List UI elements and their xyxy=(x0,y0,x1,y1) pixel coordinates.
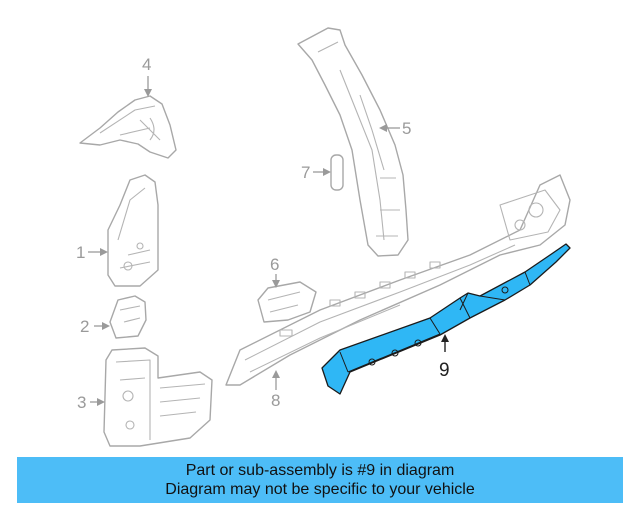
part-6-bracket xyxy=(257,274,317,323)
callout-5: 5 xyxy=(402,119,411,138)
part-9-sill-highlighted xyxy=(321,243,571,395)
part-5-b-pillar xyxy=(297,27,409,257)
parts-diagram: 4 5 7 1 6 2 3 8 9 xyxy=(76,27,571,447)
part-3-lower-pillar xyxy=(90,347,213,447)
callout-3: 3 xyxy=(77,393,86,412)
part-2-bracket xyxy=(94,295,147,339)
callout-2: 2 xyxy=(80,317,89,336)
info-banner: Part or sub-assembly is #9 in diagram Di… xyxy=(17,457,623,503)
callout-8: 8 xyxy=(271,391,280,410)
part-7-pad xyxy=(313,154,344,191)
part-1-pillar xyxy=(88,174,159,287)
callout-1: 1 xyxy=(76,243,85,262)
banner-line-1: Part or sub-assembly is #9 in diagram xyxy=(185,462,455,479)
callout-9: 9 xyxy=(439,360,450,381)
callout-6: 6 xyxy=(270,255,279,274)
callout-4: 4 xyxy=(142,55,151,74)
part-4-bracket xyxy=(79,76,177,159)
part-8-inner-rail xyxy=(225,174,571,390)
callout-7: 7 xyxy=(301,163,310,182)
banner-line-2: Diagram may not be specific to your vehi… xyxy=(165,481,475,498)
